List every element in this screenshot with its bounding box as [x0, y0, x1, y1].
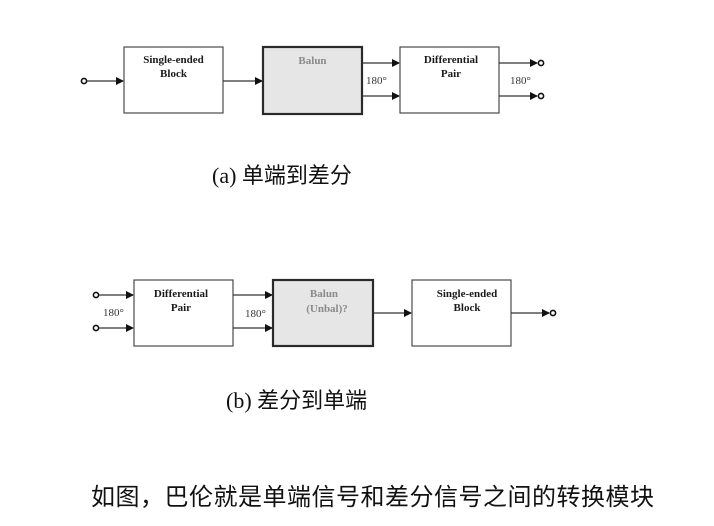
block-label: Single-ended [437, 288, 498, 300]
diagram-b: 180° Differential Pair 180° Balun (Unbal… [92, 278, 557, 348]
balun-block: Balun [261, 45, 364, 116]
phase-label: 180° [245, 308, 266, 320]
block-label: Single-ended [143, 54, 204, 66]
block-label: Block [454, 302, 482, 314]
balun-block: Balun (Unbal)? [271, 278, 375, 348]
block-label: Block [160, 68, 188, 80]
block-label: Differential [424, 54, 478, 66]
block-label: Differential [154, 288, 208, 300]
single-ended-block: Single-ended Block [411, 279, 512, 347]
phase-label: 180° [103, 307, 124, 319]
block-label: Pair [441, 68, 461, 80]
phase-label: 180° [510, 75, 531, 87]
block-label: Pair [171, 302, 191, 314]
output-terminal-icon [537, 92, 545, 100]
input-terminal-icon [80, 77, 88, 85]
differential-pair-block: Differential Pair [133, 279, 234, 347]
caption-b: (b) 差分到单端 [226, 388, 368, 413]
block-label: Balun [310, 288, 338, 300]
differential-pair-block: Differential Pair [399, 46, 500, 114]
block-label: Balun [298, 55, 326, 67]
output-terminal-icon [549, 309, 557, 317]
description-text: 如图，巴伦就是单端信号和差分信号之间的转换模块 [91, 485, 655, 511]
block-label: (Unbal)? [306, 303, 348, 315]
diagram-a: Single-ended Block Balun 180° Differenti… [80, 45, 545, 116]
phase-label: 180° [366, 75, 387, 87]
input-terminal-icon [92, 291, 100, 299]
output-terminal-icon [537, 59, 545, 67]
caption-a: (a) 单端到差分 [212, 163, 352, 188]
single-ended-block: Single-ended Block [123, 46, 224, 114]
input-terminal-icon [92, 324, 100, 332]
